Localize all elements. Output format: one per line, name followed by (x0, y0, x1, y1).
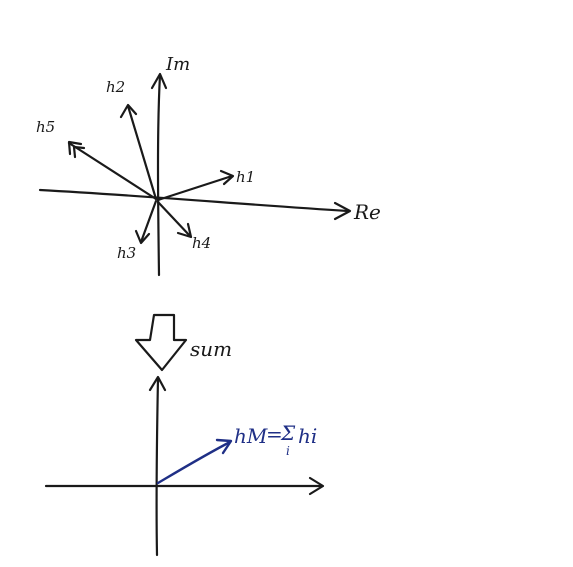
label-h2: h2 (106, 78, 125, 96)
vector-hM (156, 438, 233, 485)
label-real-axis: Re (353, 200, 381, 224)
label-hM: hM (234, 424, 268, 448)
sum-transition: sum (134, 313, 232, 372)
label-imag-axis: Im (165, 54, 190, 75)
hollow-down-arrow-icon (134, 313, 188, 372)
top-phasor-diagram: Re Im h1 h2 h3 h4 h5 (36, 54, 381, 277)
bottom-real-axis-arrowhead (308, 476, 325, 496)
real-axis (38, 188, 352, 221)
bottom-real-axis (44, 476, 325, 496)
result-label: hM = Σ i hi (234, 421, 317, 458)
vector-h1 (156, 169, 235, 202)
label-equals: = (266, 422, 283, 446)
label-h1: h1 (236, 168, 255, 186)
vector-h3 (134, 199, 158, 245)
imag-axis (150, 72, 168, 277)
vector-h2 (119, 103, 158, 201)
label-h5: h5 (36, 118, 55, 136)
vector-h5 (67, 140, 158, 201)
label-hi: hi (298, 424, 317, 448)
bottom-phasor-diagram: hM = Σ i hi (44, 375, 325, 557)
bottom-imag-axis-arrowhead (148, 375, 167, 392)
label-sigma-index: i (286, 444, 290, 458)
label-sum: sum (190, 337, 232, 361)
bottom-imag-axis (148, 375, 167, 557)
vector-h4 (156, 200, 193, 239)
label-sigma: Σ (280, 421, 296, 445)
label-h4: h4 (192, 234, 211, 252)
label-h3: h3 (117, 244, 136, 262)
imag-axis-arrowhead (150, 72, 168, 90)
real-axis-arrowhead (333, 201, 352, 221)
